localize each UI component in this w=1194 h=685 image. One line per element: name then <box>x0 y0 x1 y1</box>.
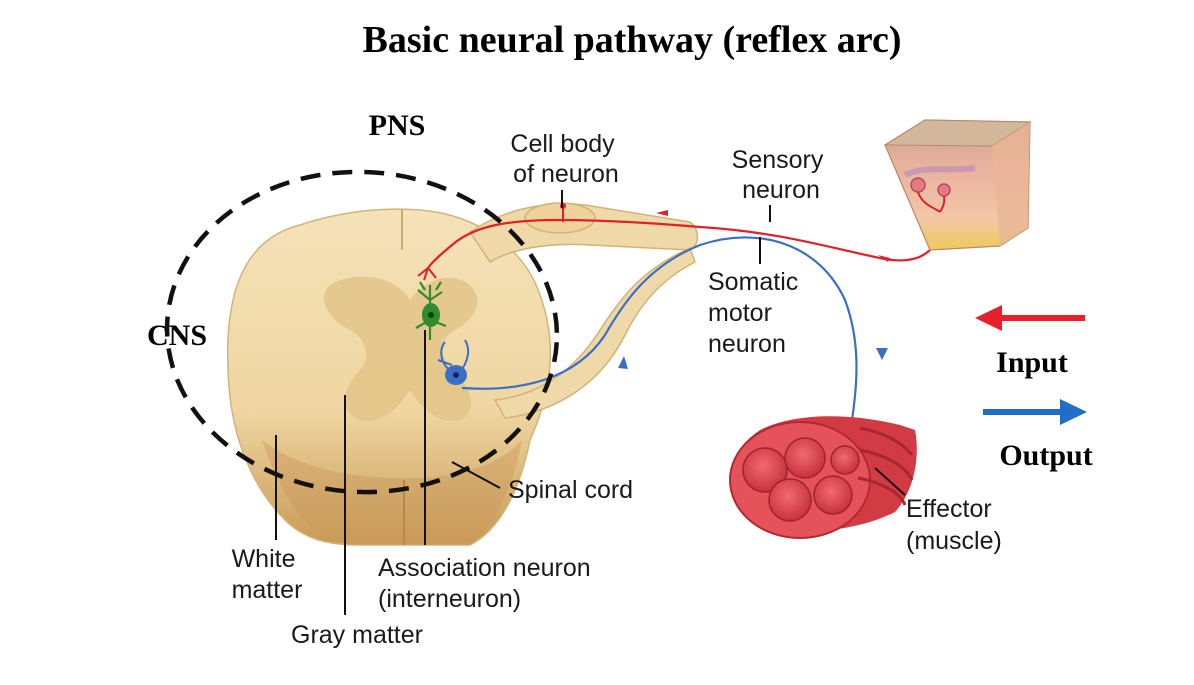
legend: Input Output <box>975 305 1093 472</box>
cns-boundary <box>164 169 560 495</box>
muscle-bundle <box>729 416 917 539</box>
input-legend-label: Input <box>996 346 1068 379</box>
diagram-title: Basic neural pathway (reflex arc) <box>363 19 902 61</box>
input-legend-arrow <box>975 305 1085 331</box>
pns-label: PNS <box>369 109 426 142</box>
association-neuron-label: Association neuron (interneuron) <box>378 554 598 613</box>
somatic-motor-neuron-label: Somatic motor neuron <box>708 268 805 358</box>
motor-direction-arrow <box>618 356 628 369</box>
effector-label: Effector (muscle) <box>906 495 1002 555</box>
motor-direction-arrow-2 <box>876 348 888 360</box>
output-legend-label: Output <box>999 439 1092 472</box>
cell-body-label: Cell body of neuron <box>510 130 621 188</box>
white-matter-label: White matter <box>232 545 303 604</box>
sensory-neuron-label: Sensory neuron <box>732 146 831 204</box>
leader-lines <box>275 190 906 615</box>
sensory-direction-arrow-2 <box>878 255 890 262</box>
nerve-roots <box>468 202 699 419</box>
sensory-direction-arrow <box>656 210 668 216</box>
output-legend-arrow <box>983 399 1087 425</box>
cns-label: CNS <box>147 319 207 352</box>
somatic-motor-neuron-path <box>437 236 888 443</box>
sensory-neuron-path <box>417 203 942 281</box>
dorsal-root-ganglion <box>524 202 596 234</box>
skin-receptor-illustration <box>883 119 1032 251</box>
association-neuron-cell <box>415 281 447 340</box>
gray-matter-label: Gray matter <box>291 621 423 649</box>
spinal-cord-label: Spinal cord <box>508 476 633 504</box>
